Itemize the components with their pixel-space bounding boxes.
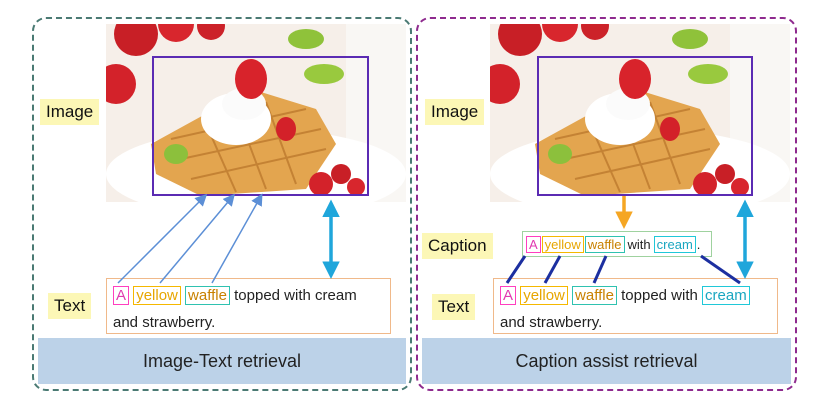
text-line-1: A yellow waffle topped with cream: [500, 282, 771, 309]
text-label-left: Text: [48, 293, 92, 319]
text-line-2: and strawberry.: [113, 314, 216, 331]
caption-period: .: [696, 236, 701, 252]
text-box-left: A yellow waffle topped with cream and st…: [106, 278, 391, 334]
connector-waffle: [592, 255, 608, 284]
waffle-photo-left: [106, 24, 406, 202]
caption-label: Caption: [422, 233, 493, 259]
link-line-waffle: [211, 193, 263, 284]
word-a: A: [500, 286, 517, 305]
word-waffle: waffle: [572, 286, 617, 305]
word-cream: cream: [702, 286, 750, 305]
word-yellow: yellow: [520, 286, 568, 305]
caption-word-cream: cream: [653, 235, 696, 253]
text-box-right: A yellow waffle topped with cream and st…: [493, 278, 778, 334]
word-waffle: waffle: [185, 286, 230, 305]
caption-word-with: with: [627, 236, 651, 252]
link-line-yellow: [159, 193, 235, 284]
waffle-photo-right: [490, 24, 790, 202]
caption-box: A yellow waffle with cream .: [522, 231, 712, 257]
footer-caption-assist-retrieval: Caption assist retrieval: [422, 338, 791, 384]
connector-yellow: [543, 255, 562, 284]
footer-image-text-retrieval: Image-Text retrieval: [38, 338, 406, 384]
caption-word-a: A: [526, 235, 541, 253]
text-mid: topped with: [616, 287, 703, 304]
word-yellow: yellow: [133, 286, 181, 305]
image-label-left: Image: [40, 99, 100, 125]
roi-box-left: [152, 56, 369, 196]
word-a: A: [113, 286, 130, 305]
link-line-a: [117, 193, 208, 284]
text-line-1: A yellow waffle topped with cream: [113, 282, 384, 309]
caption-assist-retrieval-panel: [416, 17, 797, 391]
connector-cream: [700, 254, 741, 285]
text-label-right: Text: [432, 294, 476, 320]
roi-box-right: [537, 56, 753, 196]
text-line-2: and strawberry.: [500, 314, 603, 331]
image-text-retrieval-panel: [32, 17, 412, 391]
caption-word-waffle: waffle: [584, 235, 625, 253]
image-label-right: Image: [425, 99, 485, 125]
caption-word-yellow: yellow: [541, 235, 584, 253]
connector-a: [505, 255, 527, 284]
text-rest: topped with cream: [229, 287, 357, 304]
